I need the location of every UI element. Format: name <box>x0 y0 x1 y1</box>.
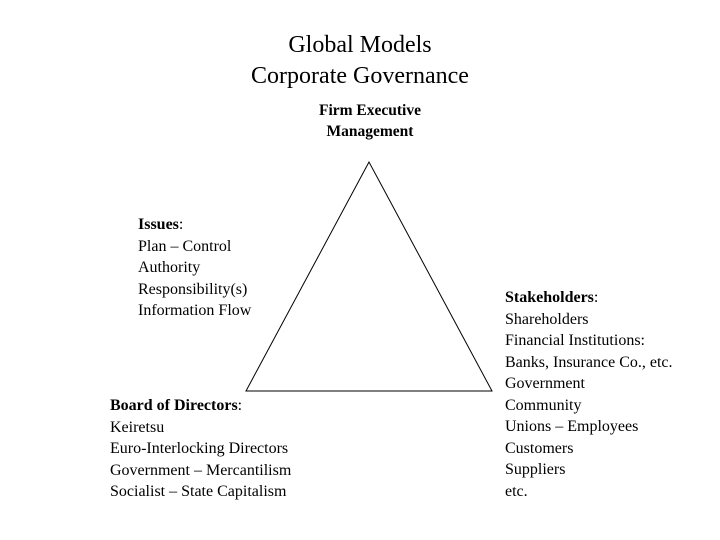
stakeholders-item: etc. <box>505 482 528 500</box>
board-item: Keiretsu <box>110 418 165 436</box>
stakeholders-heading-text: Stakeholders <box>505 289 594 306</box>
title-line-1: Global Models <box>288 32 432 58</box>
issues-item: Information Flow <box>138 302 252 319</box>
stakeholders-block: Stakeholders: Shareholders Financial Ins… <box>505 287 673 502</box>
issues-block: Issues: Plan – Control Authority Respons… <box>138 214 251 322</box>
board-item: Euro-Interlocking Directors <box>110 440 289 457</box>
issues-heading-text: Issues <box>138 216 179 233</box>
issues-item: Responsibility(s) <box>138 280 248 298</box>
stakeholders-item: Community <box>505 396 582 414</box>
board-heading-text: Board of Directors <box>110 397 238 414</box>
title-line-2: Corporate Governance <box>251 63 469 89</box>
stakeholders-item: Shareholders <box>505 310 589 328</box>
triangle-shape <box>245 160 493 392</box>
apex-label-line-1: Firm Executive <box>318 102 421 119</box>
page-title: Global Models Corporate Governance <box>0 30 720 92</box>
apex-label-line-2: Management <box>326 123 414 140</box>
stakeholders-item: Financial Institutions: <box>505 332 645 349</box>
issues-heading-colon: : <box>178 216 184 233</box>
board-of-directors-block: Board of Directors: Keiretsu Euro-Interl… <box>110 395 291 503</box>
issues-heading: Issues: <box>138 214 251 236</box>
issues-item: Authority <box>138 259 201 276</box>
stakeholders-item: Government <box>505 375 585 392</box>
board-heading: Board of Directors: <box>110 395 291 417</box>
stakeholders-item: Banks, Insurance Co., etc. <box>505 353 673 371</box>
stakeholders-heading-colon: : <box>593 289 599 306</box>
stakeholders-item: Customers <box>505 439 574 457</box>
board-item: Government – Mercantilism <box>110 461 292 479</box>
stakeholders-heading: Stakeholders: <box>505 287 673 309</box>
issues-item: Plan – Control <box>138 237 232 255</box>
board-heading-colon: : <box>237 397 243 414</box>
apex-label-firm-executive-management: Firm Executive Management <box>260 100 480 142</box>
stakeholders-item: Unions – Employees <box>505 418 639 435</box>
board-item: Socialist – State Capitalism <box>110 483 287 500</box>
stakeholders-item: Suppliers <box>505 461 566 478</box>
